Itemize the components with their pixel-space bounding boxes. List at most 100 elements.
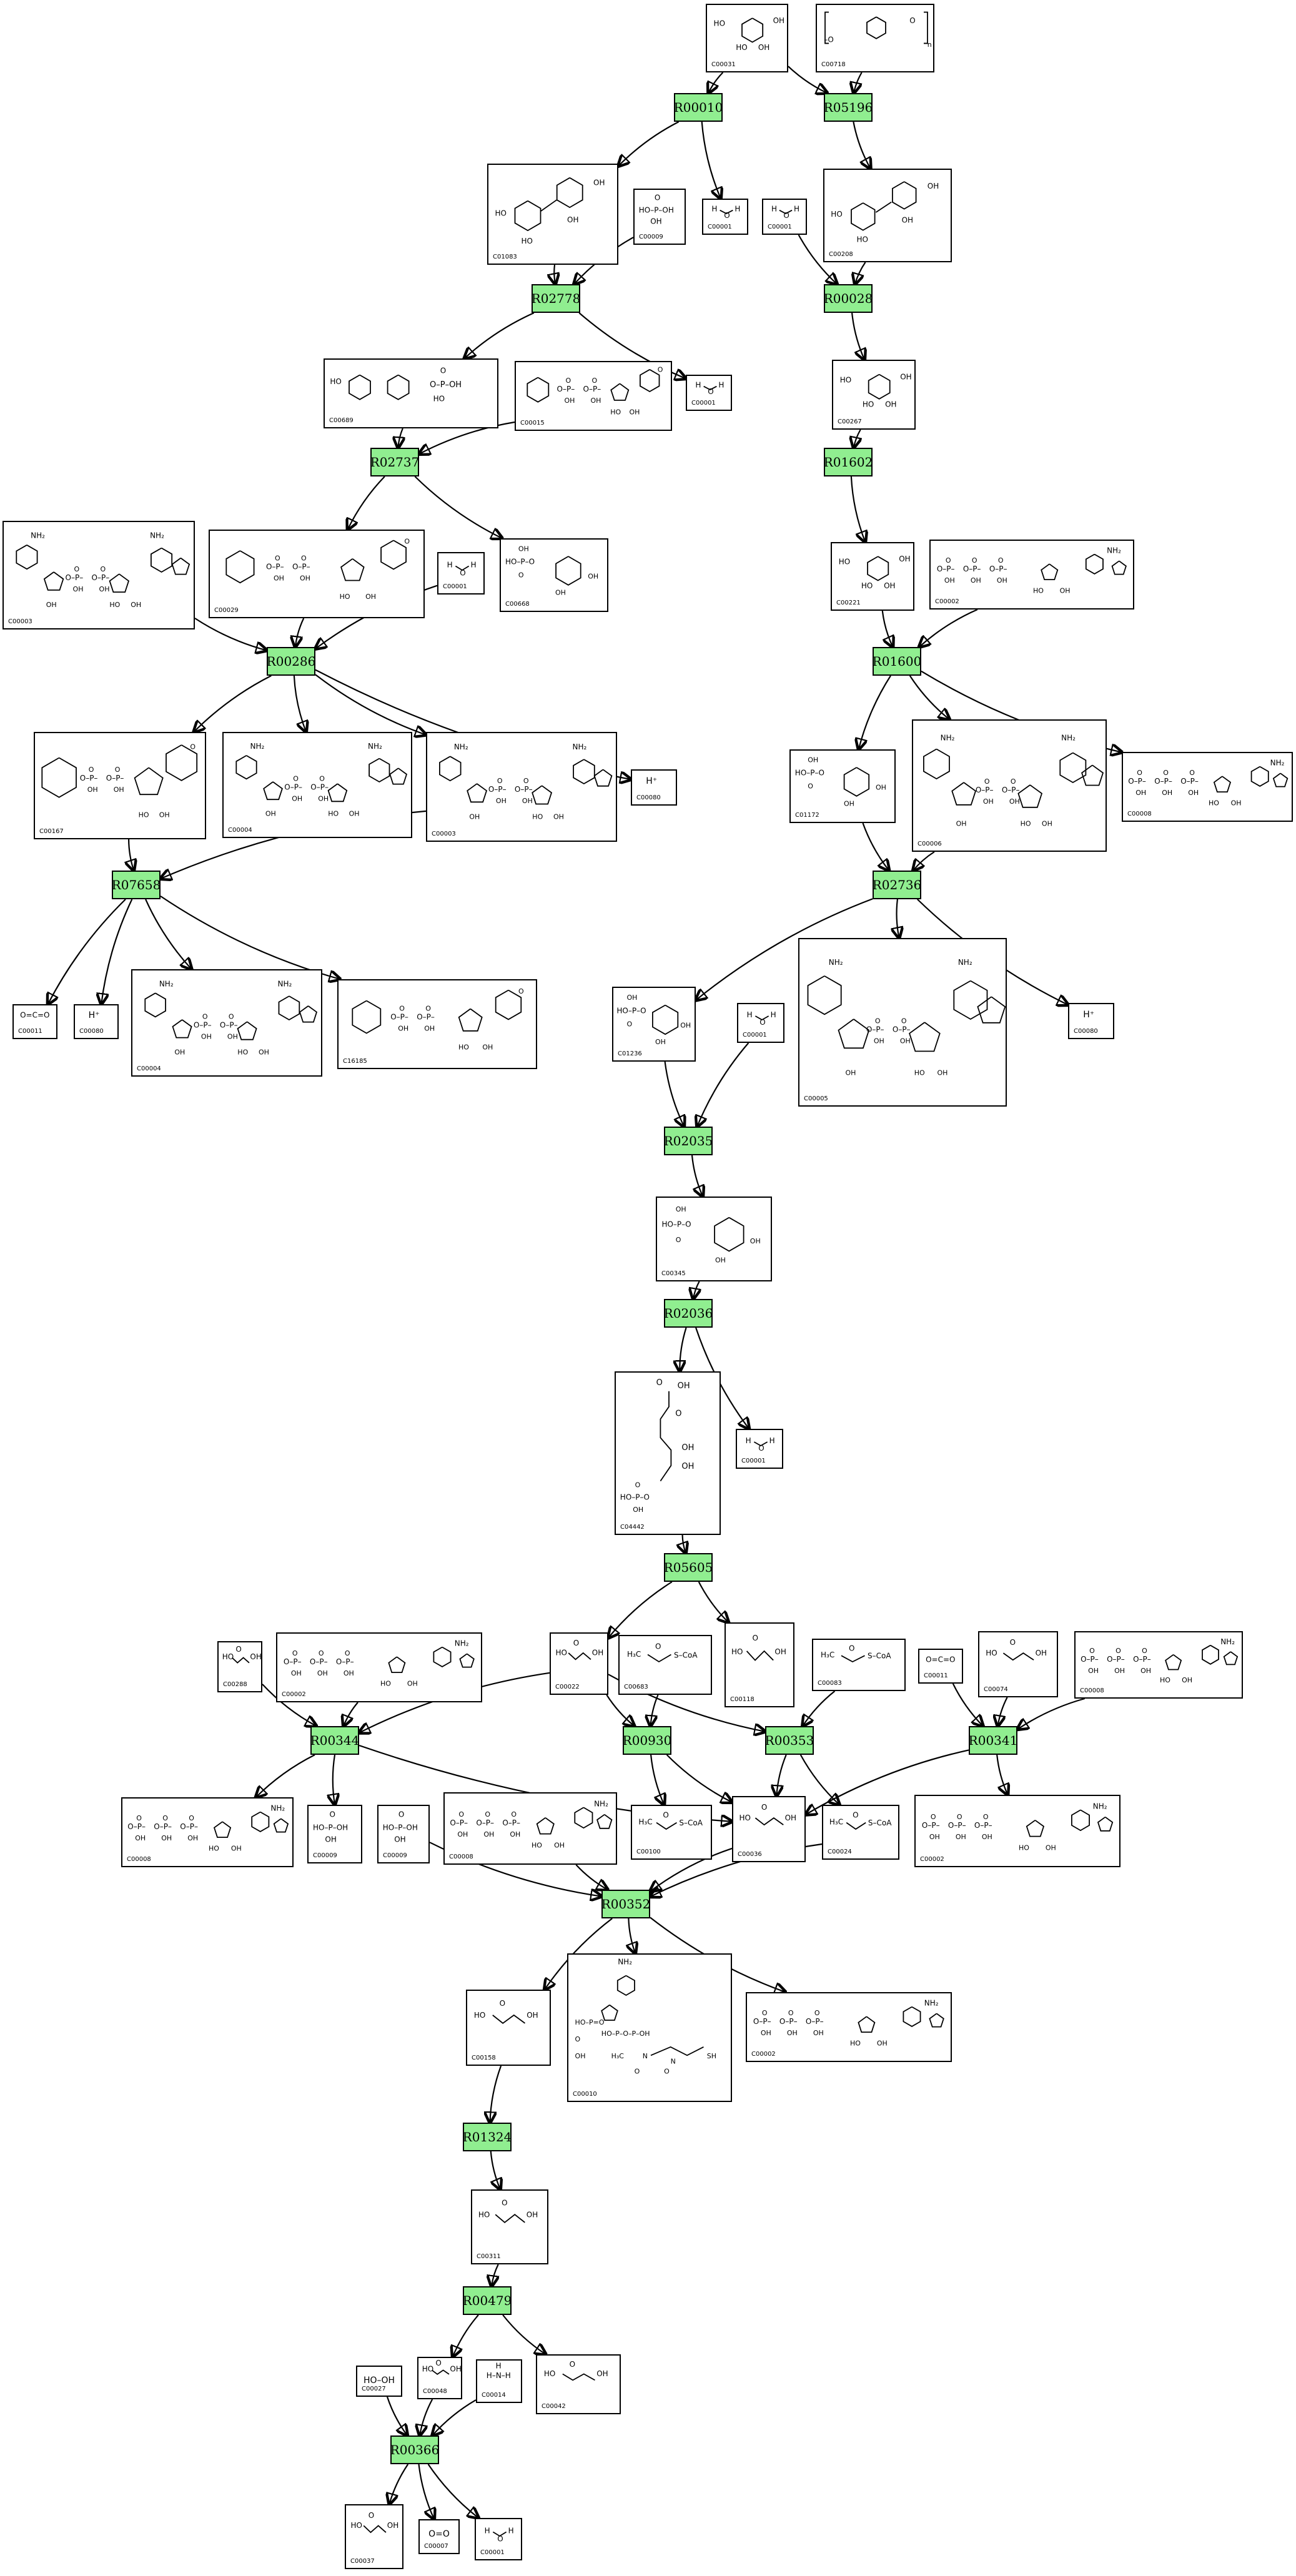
svg-text:O: O [518,571,524,579]
reaction-node-r01600[interactable]: R01600 [873,647,921,676]
edge-r3-c8 [465,312,535,358]
edge-c36-r14 [262,1684,316,1726]
compound-id: C00009 [383,1852,407,1859]
svg-text:O: O [518,987,524,995]
reaction-node-r00286[interactable]: R00286 [267,647,315,676]
reaction-node-r00479[interactable]: R00479 [463,2286,512,2315]
reaction-node-r02035[interactable]: R02035 [664,1127,713,1155]
reaction-node-r00353[interactable]: R00353 [765,1726,814,1755]
reaction-node-r00352[interactable]: R00352 [601,1890,650,1918]
compound-node-c00080[interactable]: H⁺C00080 [74,1004,119,1039]
svg-text:HO–P–O–P–OH: HO–P–O–P–OH [601,2030,650,2038]
reaction-node-r00010[interactable]: R00010 [674,93,723,122]
reaction-node-r05605[interactable]: R05605 [664,1553,713,1582]
svg-text:OH: OH [845,1069,856,1077]
reaction-node-r07658[interactable]: R07658 [112,871,161,899]
reaction-node-r00930[interactable]: R00930 [623,1726,671,1755]
reaction-node-r02736[interactable]: R02736 [873,871,921,899]
svg-text:O: O [502,2198,507,2207]
edge-r1-c3 [618,121,680,166]
reaction-node-r02737[interactable]: R02737 [370,448,419,476]
reaction-node-r02778[interactable]: R02778 [532,284,580,313]
reaction-node-r02036[interactable]: R02036 [664,1299,713,1328]
reaction-node-r00028[interactable]: R00028 [824,284,873,313]
svg-text:NH₂: NH₂ [829,958,843,967]
svg-text:O: O [1011,777,1016,786]
svg-text:OH: OH [394,1835,405,1844]
reaction-node-r00344[interactable]: R00344 [310,1726,359,1755]
reaction-node-r05196[interactable]: R05196 [824,93,873,122]
reaction-node-r00366[interactable]: R00366 [390,2435,439,2464]
reaction-node-r01324[interactable]: R01324 [463,2123,512,2151]
reaction-node-r00341[interactable]: R00341 [969,1726,1017,1755]
edge-r9-c26 [101,899,133,1004]
compound-node-c00080[interactable]: H⁺C00080 [631,769,677,806]
svg-text:O: O [946,556,951,565]
compound-node-c00080[interactable]: H⁺C00080 [1068,1003,1114,1039]
reaction-node-r01602[interactable]: R01602 [824,448,873,476]
